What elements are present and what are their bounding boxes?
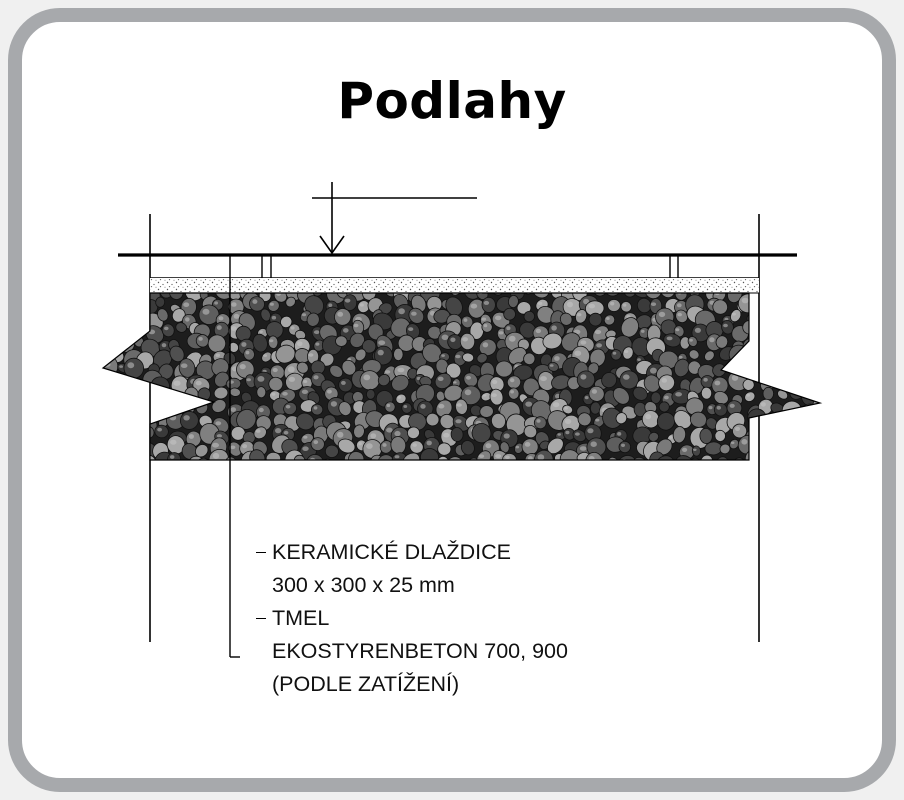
adhesive-layer	[150, 278, 759, 293]
diagram-frame: Podlahy	[8, 8, 896, 792]
legend-concrete-note: (PODLE ZATÍŽENÍ)	[272, 672, 460, 696]
legend-tiles-name: KERAMICKÉ DLAŽDICE	[272, 540, 511, 564]
ceramic-tile-layer	[150, 255, 759, 279]
legend-item-concrete-note: (PODLE ZATÍŽENÍ)	[256, 668, 706, 701]
floor-section-diagram	[101, 182, 823, 658]
page-title: Podlahy	[337, 72, 567, 130]
legend-concrete-name: EKOSTYRENBETON 700, 900	[272, 639, 568, 663]
legend-item-adhesive: TMEL	[256, 602, 706, 635]
legend-tiles-size: 300 x 300 x 25 mm	[272, 573, 455, 597]
load-arrow-icon	[312, 182, 477, 255]
legend-item-concrete: EKOSTYRENBETON 700, 900	[256, 635, 706, 668]
legend-adhesive-name: TMEL	[272, 606, 330, 630]
layer-legend: KERAMICKÉ DLAŽDICE 300 x 300 x 25 mm TME…	[256, 536, 706, 701]
legend-item-tiles: KERAMICKÉ DLAŽDICE	[256, 536, 706, 569]
legend-item-tiles-size: 300 x 300 x 25 mm	[256, 569, 706, 602]
ekostyrenbeton-layer	[101, 292, 823, 461]
